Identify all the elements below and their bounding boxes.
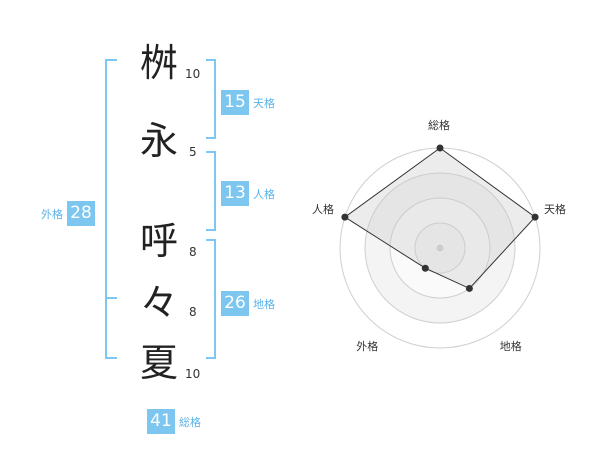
radar-point-4	[421, 264, 429, 272]
chikaku-value: 26	[221, 291, 249, 316]
radar-point-5	[341, 213, 349, 221]
stroke-count-2: 5	[189, 145, 197, 159]
tenkaku-value: 15	[221, 90, 249, 115]
name-char-4: 々	[140, 281, 179, 325]
radar-axis-label-2: 天格	[544, 203, 567, 217]
jinkaku-bracket	[206, 151, 216, 231]
radar-point-2	[531, 213, 539, 221]
gaikaku-score: 外格 28	[41, 201, 95, 226]
stroke-count-5: 10	[185, 367, 201, 381]
chikaku-label: 地格	[253, 297, 275, 311]
chikaku-score: 26 地格	[221, 291, 275, 316]
soukaku-label: 総格	[179, 415, 201, 429]
jinkaku-label: 人格	[253, 187, 275, 201]
chikaku-bracket	[206, 239, 216, 359]
soukaku-score: 41 総格	[147, 409, 201, 434]
soukaku-value: 41	[147, 409, 175, 434]
gaikaku-value: 28	[67, 201, 95, 226]
name-char-5: 夏	[140, 341, 179, 385]
radar-center	[436, 244, 444, 252]
name-char-3: 呼	[140, 219, 179, 263]
gaikaku-bracket	[105, 59, 117, 359]
radar-axis-label-5: 人格	[311, 203, 334, 217]
name-char-2: 永	[140, 119, 179, 163]
radar-axis-label-1: 総格	[428, 119, 450, 132]
tenkaku-score: 15 天格	[221, 90, 275, 115]
stroke-count-4: 8	[189, 305, 197, 319]
radar-point-3	[465, 284, 473, 292]
stroke-count-3: 8	[189, 245, 197, 259]
jinkaku-score: 13 人格	[221, 181, 275, 206]
stroke-count-1: 10	[185, 67, 201, 81]
radar-axis-label-3: 地格	[499, 339, 522, 353]
radar-polygon	[344, 147, 536, 290]
radar-axis-label-4: 外格	[356, 339, 379, 353]
radar-point-1	[436, 144, 444, 152]
name-char-1: 桝	[140, 41, 179, 85]
jinkaku-value: 13	[221, 181, 249, 206]
gaikaku-label: 外格	[41, 207, 63, 221]
tenkaku-label: 天格	[253, 96, 275, 110]
tenkaku-bracket	[206, 59, 216, 139]
